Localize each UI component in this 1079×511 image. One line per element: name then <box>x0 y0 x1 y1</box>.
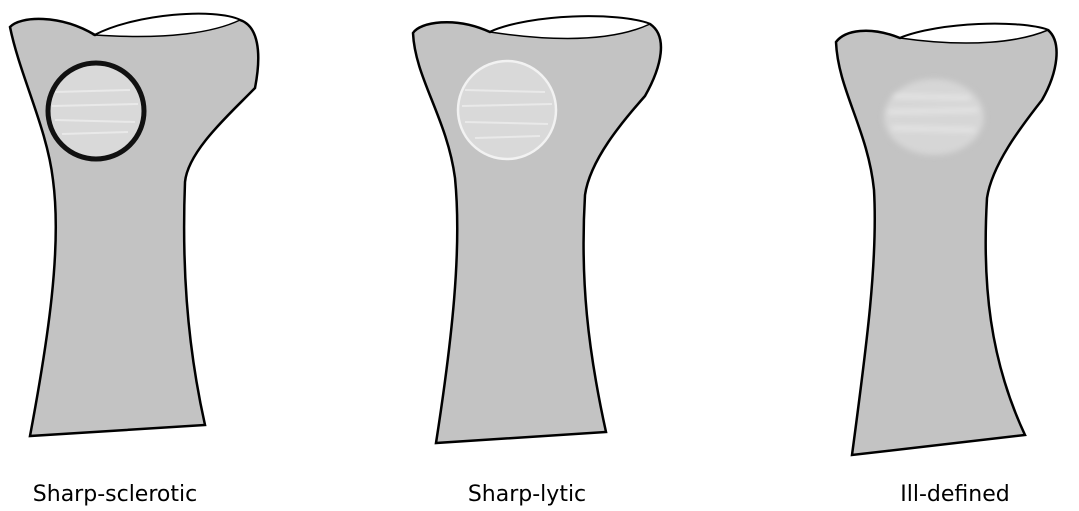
caption-sharp-lytic: Sharp-lytic <box>468 482 586 507</box>
bone-shape <box>10 14 258 436</box>
bone-panel-sharp-lytic <box>413 16 661 443</box>
lesion-texture <box>459 62 555 158</box>
caption-sharp-sclerotic: Sharp-sclerotic <box>33 482 197 507</box>
ill-defined-lesion <box>884 79 984 155</box>
bone-panel-ill-defined <box>836 24 1057 455</box>
caption-ill-defined: Ill-defined <box>900 482 1009 507</box>
bone-panel-sharp-sclerotic <box>10 14 258 436</box>
